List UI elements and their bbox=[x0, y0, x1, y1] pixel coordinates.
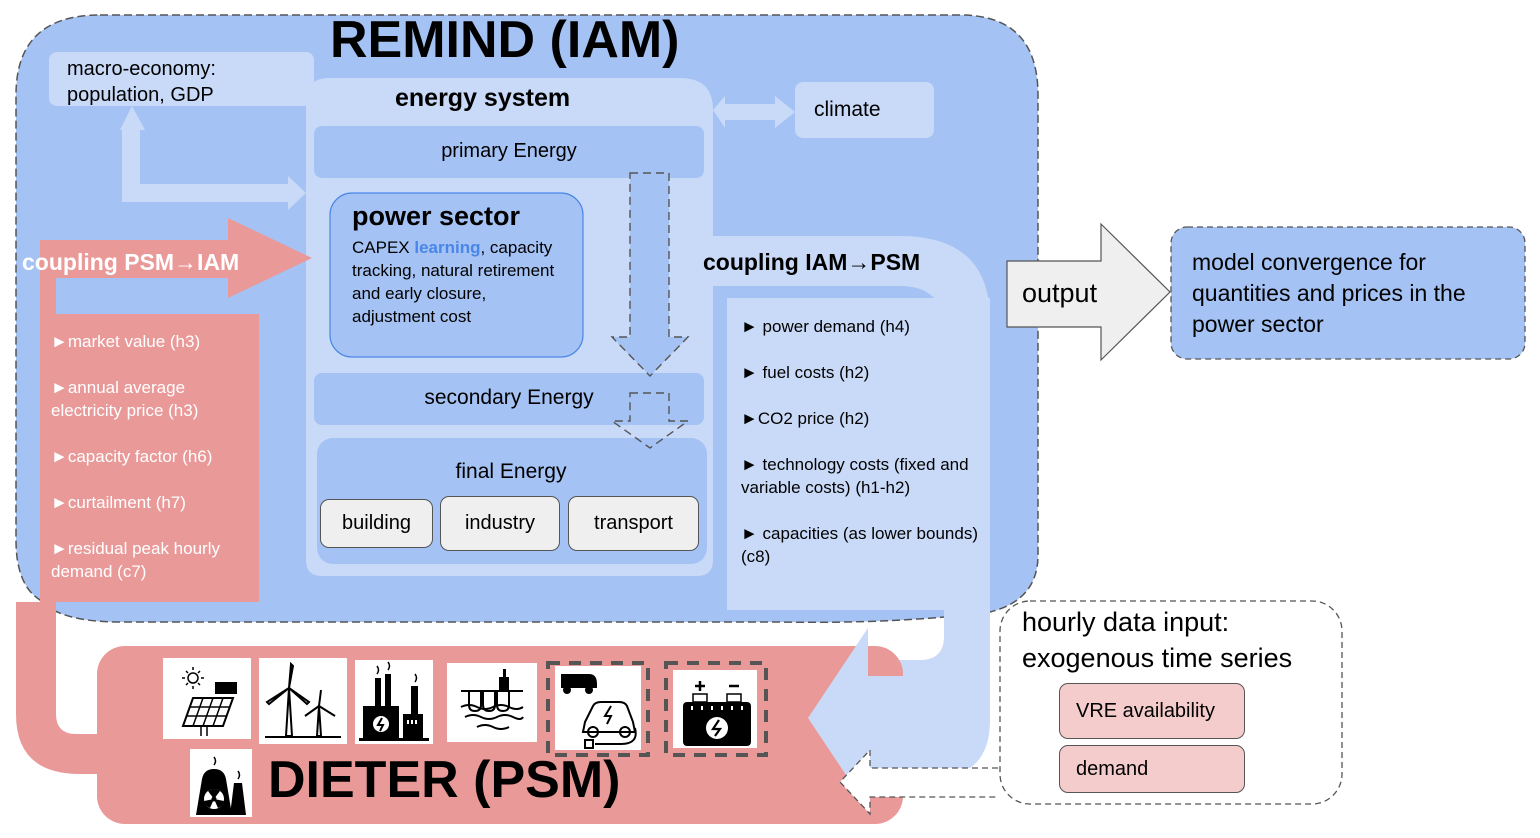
hydro-power-icon bbox=[447, 663, 537, 742]
hourly-input-title: hourly data input: exogenous time series bbox=[1022, 607, 1293, 673]
list-item: ►CO2 price (h2) bbox=[741, 409, 870, 428]
sector-industry: industry bbox=[440, 496, 560, 551]
convergence-label: model convergence for quantities and pri… bbox=[1192, 249, 1466, 337]
sector-building: building bbox=[320, 499, 433, 548]
sector-transport: transport bbox=[568, 496, 699, 551]
coupling-iam-psm-list: ► power demand (h4) ► fuel costs (h2) ►C… bbox=[741, 315, 981, 591]
coupling-psm-iam-label: coupling PSM→IAM bbox=[22, 249, 240, 275]
electric-vehicle-icon bbox=[555, 666, 641, 750]
macro-economy-box bbox=[49, 52, 314, 106]
remind-title: REMIND (IAM) bbox=[330, 11, 680, 69]
power-sector-box bbox=[329, 192, 584, 358]
psm-feedback-loop bbox=[16, 602, 112, 774]
fossil-power-plant-icon bbox=[355, 660, 433, 744]
primary-energy-label: primary Energy bbox=[441, 140, 577, 162]
macro-economy-label: macro-economy: population, GDP bbox=[67, 56, 307, 108]
power-sector-rest: , capacity tracking, natural retirement … bbox=[352, 238, 555, 326]
solar-pv-icon bbox=[163, 658, 251, 739]
iam-psm-list-box bbox=[727, 298, 990, 610]
power-sector-title: power sector bbox=[352, 201, 521, 231]
wind-turbine-icon bbox=[259, 658, 347, 744]
list-item: ► technology costs (fixed and variable c… bbox=[741, 455, 969, 497]
coupling-iam-psm-band bbox=[713, 236, 990, 808]
list-item: ►residual peak hourly demand (c7) bbox=[51, 539, 220, 581]
energy-system-label: energy system bbox=[395, 84, 571, 112]
energy-climate-arrow bbox=[713, 96, 795, 128]
list-item: ► capacities (as lower bounds) (c8) bbox=[741, 524, 978, 566]
nuclear-plant-icon bbox=[190, 749, 252, 817]
climate-box bbox=[795, 82, 934, 138]
battery-storage-icon bbox=[673, 670, 757, 748]
iam-psm-arrowhead bbox=[808, 628, 903, 808]
primary-energy-box bbox=[314, 126, 704, 178]
hourly-input-arrow bbox=[839, 748, 998, 816]
list-item: ►curtailment (h7) bbox=[51, 493, 186, 512]
psm-iam-list-box bbox=[40, 314, 259, 602]
climate-label: climate bbox=[814, 98, 881, 121]
secondary-energy-label: secondary Energy bbox=[424, 386, 594, 409]
convergence-box bbox=[1170, 226, 1526, 360]
capex-text: CAPEX bbox=[352, 238, 415, 257]
list-item: ► fuel costs (h2) bbox=[741, 363, 870, 382]
secondary-energy-box bbox=[314, 373, 704, 425]
battery-frame bbox=[664, 661, 768, 757]
coupling-psm-iam-list: ►market value (h3) ►annual average elect… bbox=[51, 330, 256, 606]
coupling-psm-iam-arrow bbox=[40, 218, 312, 314]
macro-line-2: population, GDP bbox=[67, 84, 214, 106]
coupling-iam-psm-label: coupling IAM→PSM bbox=[703, 249, 921, 275]
list-item: ► power demand (h4) bbox=[741, 317, 910, 336]
output-arrow bbox=[1006, 222, 1171, 362]
list-item: ►annual average electricity price (h3) bbox=[51, 378, 199, 420]
vre-availability-box: VRE availability bbox=[1059, 683, 1245, 739]
macro-energy-arrow bbox=[120, 106, 306, 210]
dieter-title: DIETER (PSM) bbox=[268, 751, 621, 809]
list-item: ►market value (h3) bbox=[51, 332, 201, 351]
secondary-to-final-arrow bbox=[609, 392, 691, 449]
list-item: ►capacity factor (h6) bbox=[51, 447, 213, 466]
power-sector-description: CAPEX learning, capacity tracking, natur… bbox=[352, 236, 572, 328]
output-label: output bbox=[1022, 278, 1098, 308]
ev-frame bbox=[546, 661, 650, 757]
final-energy-label: final Energy bbox=[455, 460, 567, 483]
learning-highlight: learning bbox=[414, 238, 481, 257]
primary-to-secondary-arrow bbox=[610, 172, 690, 378]
macro-line-1: macro-economy: bbox=[67, 58, 216, 80]
demand-box: demand bbox=[1059, 745, 1245, 793]
